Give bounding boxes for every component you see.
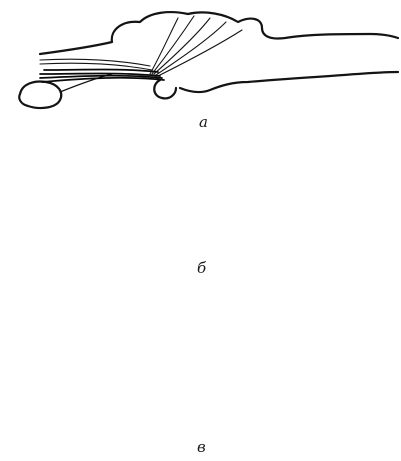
panel-label-b: б	[197, 261, 206, 276]
brain-diagram-a	[19, 12, 398, 108]
panel-label-a: а	[199, 115, 208, 130]
panel-label-c: в	[197, 440, 206, 455]
